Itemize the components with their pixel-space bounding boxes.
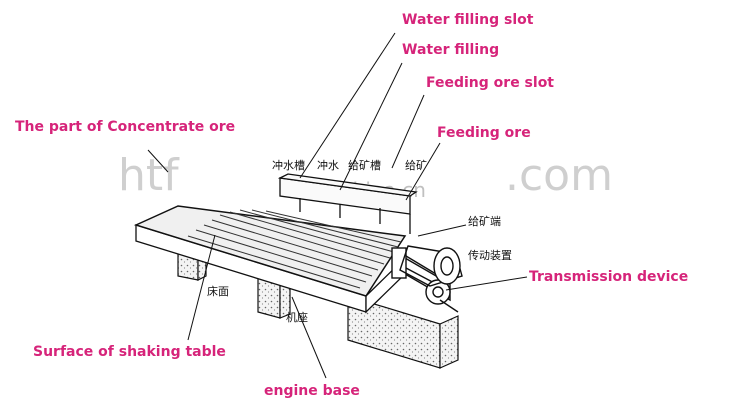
label-engine-base: engine base — [264, 383, 360, 399]
cn-transmission: 传动装置 — [468, 249, 512, 262]
label-transmission-device: Transmission device — [529, 269, 689, 285]
deck-surface — [133, 205, 407, 297]
label-water-filling: Water filling — [402, 42, 500, 58]
cn-base: 机座 — [286, 311, 308, 324]
watermark-main-suffix: .com — [505, 150, 613, 201]
cn-water-filling-slot: 冲水槽 — [272, 159, 305, 172]
troughs — [277, 173, 418, 234]
label-feeding-ore: Feeding ore — [437, 125, 531, 141]
watermark-main: htf — [118, 150, 179, 201]
cn-feeding-ore-slot: 给矿槽 — [348, 159, 381, 172]
cn-water-filling: 冲水 — [317, 159, 339, 172]
cn-bed-surface: 床面 — [207, 285, 229, 298]
leader-lines — [147, 32, 528, 379]
cn-feeding-ore: 给矿 — [405, 159, 427, 172]
label-feeding-ore-slot: Feeding ore slot — [426, 75, 555, 91]
label-concentrate-ore: The part of Concentrate ore — [15, 119, 236, 135]
cn-feed-end: 给矿端 — [468, 215, 501, 228]
label-surface-shaking-table: Surface of shaking table — [33, 344, 226, 360]
label-water-filling-slot: Water filling slot — [402, 12, 534, 28]
transmission-drawing — [391, 245, 463, 313]
